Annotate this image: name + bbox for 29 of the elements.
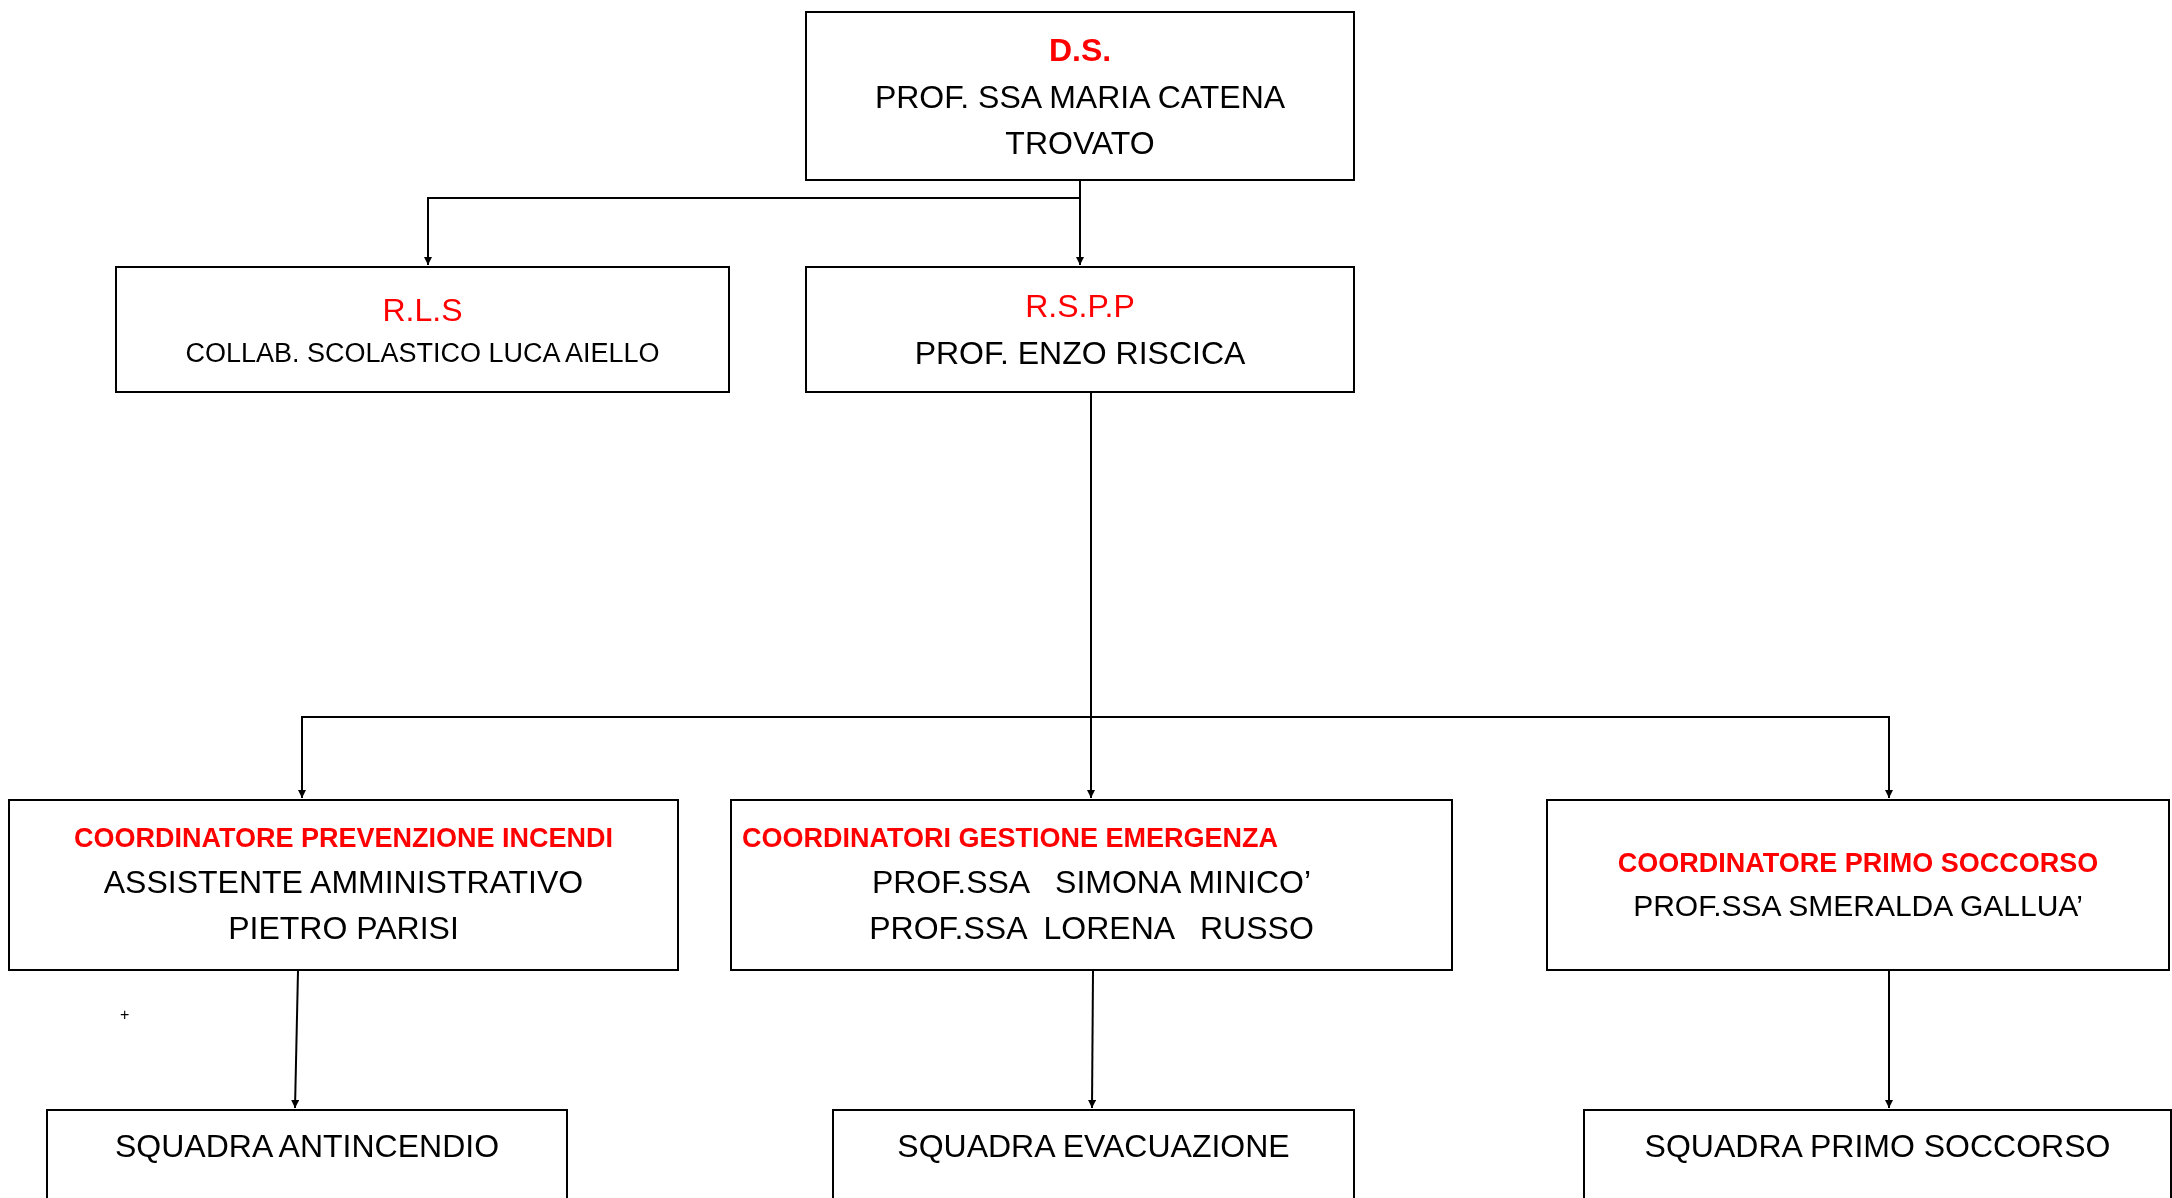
role-title: COORDINATORE PREVENZIONE INCENDI — [73, 822, 614, 856]
person-name: PROF. SSA MARIA CATENA TROVATO — [873, 77, 1287, 163]
org-box — [1583, 1109, 2172, 1198]
person-name: SQUADRA ANTINCENDIO — [114, 1127, 500, 1166]
person-name: PROF.SSA SMERALDA GALLUA’ — [1633, 887, 2083, 924]
person-name: SQUADRA PRIMO SOCCORSO — [1644, 1127, 2111, 1166]
role-title: COORDINATORE PRIMO SOCCORSO — [1617, 847, 2099, 880]
arrow — [291, 970, 300, 1109]
org-box — [805, 11, 1355, 181]
arrow — [1885, 970, 1893, 1109]
arrow — [1076, 180, 1084, 266]
role-title: R.L.S — [382, 290, 463, 330]
role-title: D.S. — [1048, 30, 1112, 70]
person-name: PROF.SSA SIMONA MINICO’ PROF.SSA LORENA RUSSO — [868, 862, 1315, 949]
org-box — [8, 799, 679, 971]
person-name: COLLAB. SCOLASTICO LUCA AIELLO — [185, 336, 660, 370]
person-name: ASSISTENTE AMMINISTRATIVO PIETRO PARISI — [102, 862, 585, 949]
org-box — [46, 1109, 568, 1198]
role-title: R.S.P.P — [1025, 287, 1135, 327]
note-mark: + — [120, 1006, 130, 1024]
org-box — [1546, 799, 2170, 971]
arrow — [1088, 970, 1097, 1109]
org-box — [730, 799, 1453, 971]
person-name: PROF. ENZO RISCICA — [914, 334, 1246, 374]
person-name: SQUADRA EVACUAZIONE — [897, 1127, 1290, 1166]
org-box — [805, 266, 1355, 393]
role-title: COORDINATORI GESTIONE EMERGENZA — [742, 822, 1279, 856]
org-box — [832, 1109, 1355, 1198]
org-box — [115, 266, 730, 393]
